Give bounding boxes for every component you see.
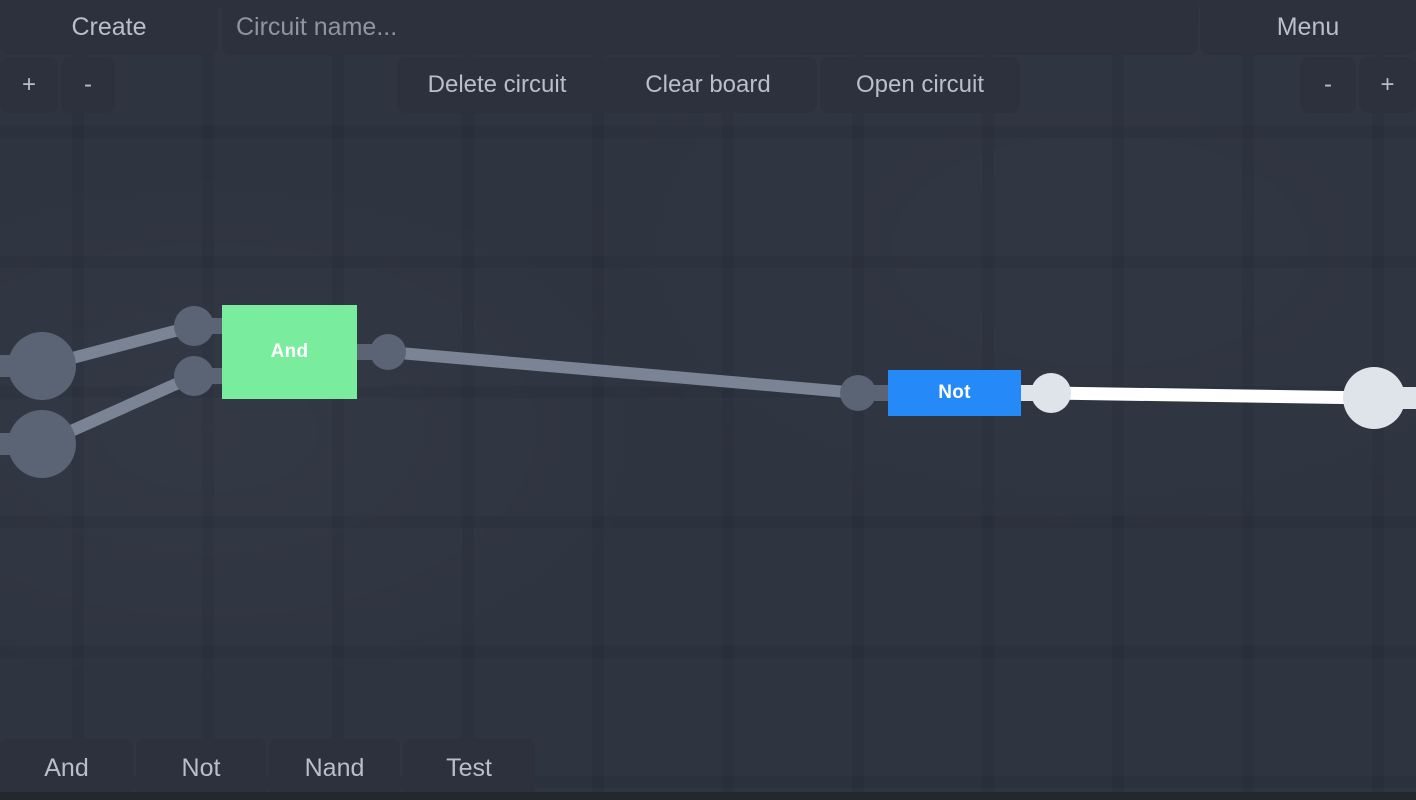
circuit-name-input[interactable] [222,0,1198,55]
palette-gate-nand[interactable]: Nand [269,738,400,798]
clear-board-button[interactable]: Clear board [599,57,817,113]
zoom-out-right-button[interactable]: - [1300,57,1356,113]
bottom-edge-strip [0,792,1416,800]
and-gate-output-port[interactable] [370,334,406,370]
palette-gate-and[interactable]: And [0,738,133,798]
zoom-in-left-button[interactable]: + [0,57,58,113]
and-gate-label: And [270,341,309,362]
not-gate-input-port[interactable] [840,375,876,411]
delete-circuit-button[interactable]: Delete circuit [397,57,597,113]
zoom-in-right-button[interactable]: + [1359,57,1416,113]
palette-gate-test[interactable]: Test [403,738,535,798]
and-gate-node[interactable]: And [222,305,357,399]
not-gate-output-port[interactable] [1031,373,1071,413]
board-output-port[interactable] [1343,367,1405,429]
not-gate-node[interactable]: Not [888,370,1021,416]
not-gate-label: Not [938,382,971,403]
and-gate-input-port-2[interactable] [174,356,214,396]
board-input-port-b[interactable] [8,410,76,478]
create-button[interactable]: Create [0,0,218,55]
zoom-out-left-button[interactable]: - [61,57,115,113]
menu-button[interactable]: Menu [1200,0,1416,55]
board-input-port-a[interactable] [8,332,76,400]
and-gate-input-port-1[interactable] [174,306,214,346]
palette-gate-not[interactable]: Not [136,738,266,798]
open-circuit-button[interactable]: Open circuit [820,57,1020,113]
